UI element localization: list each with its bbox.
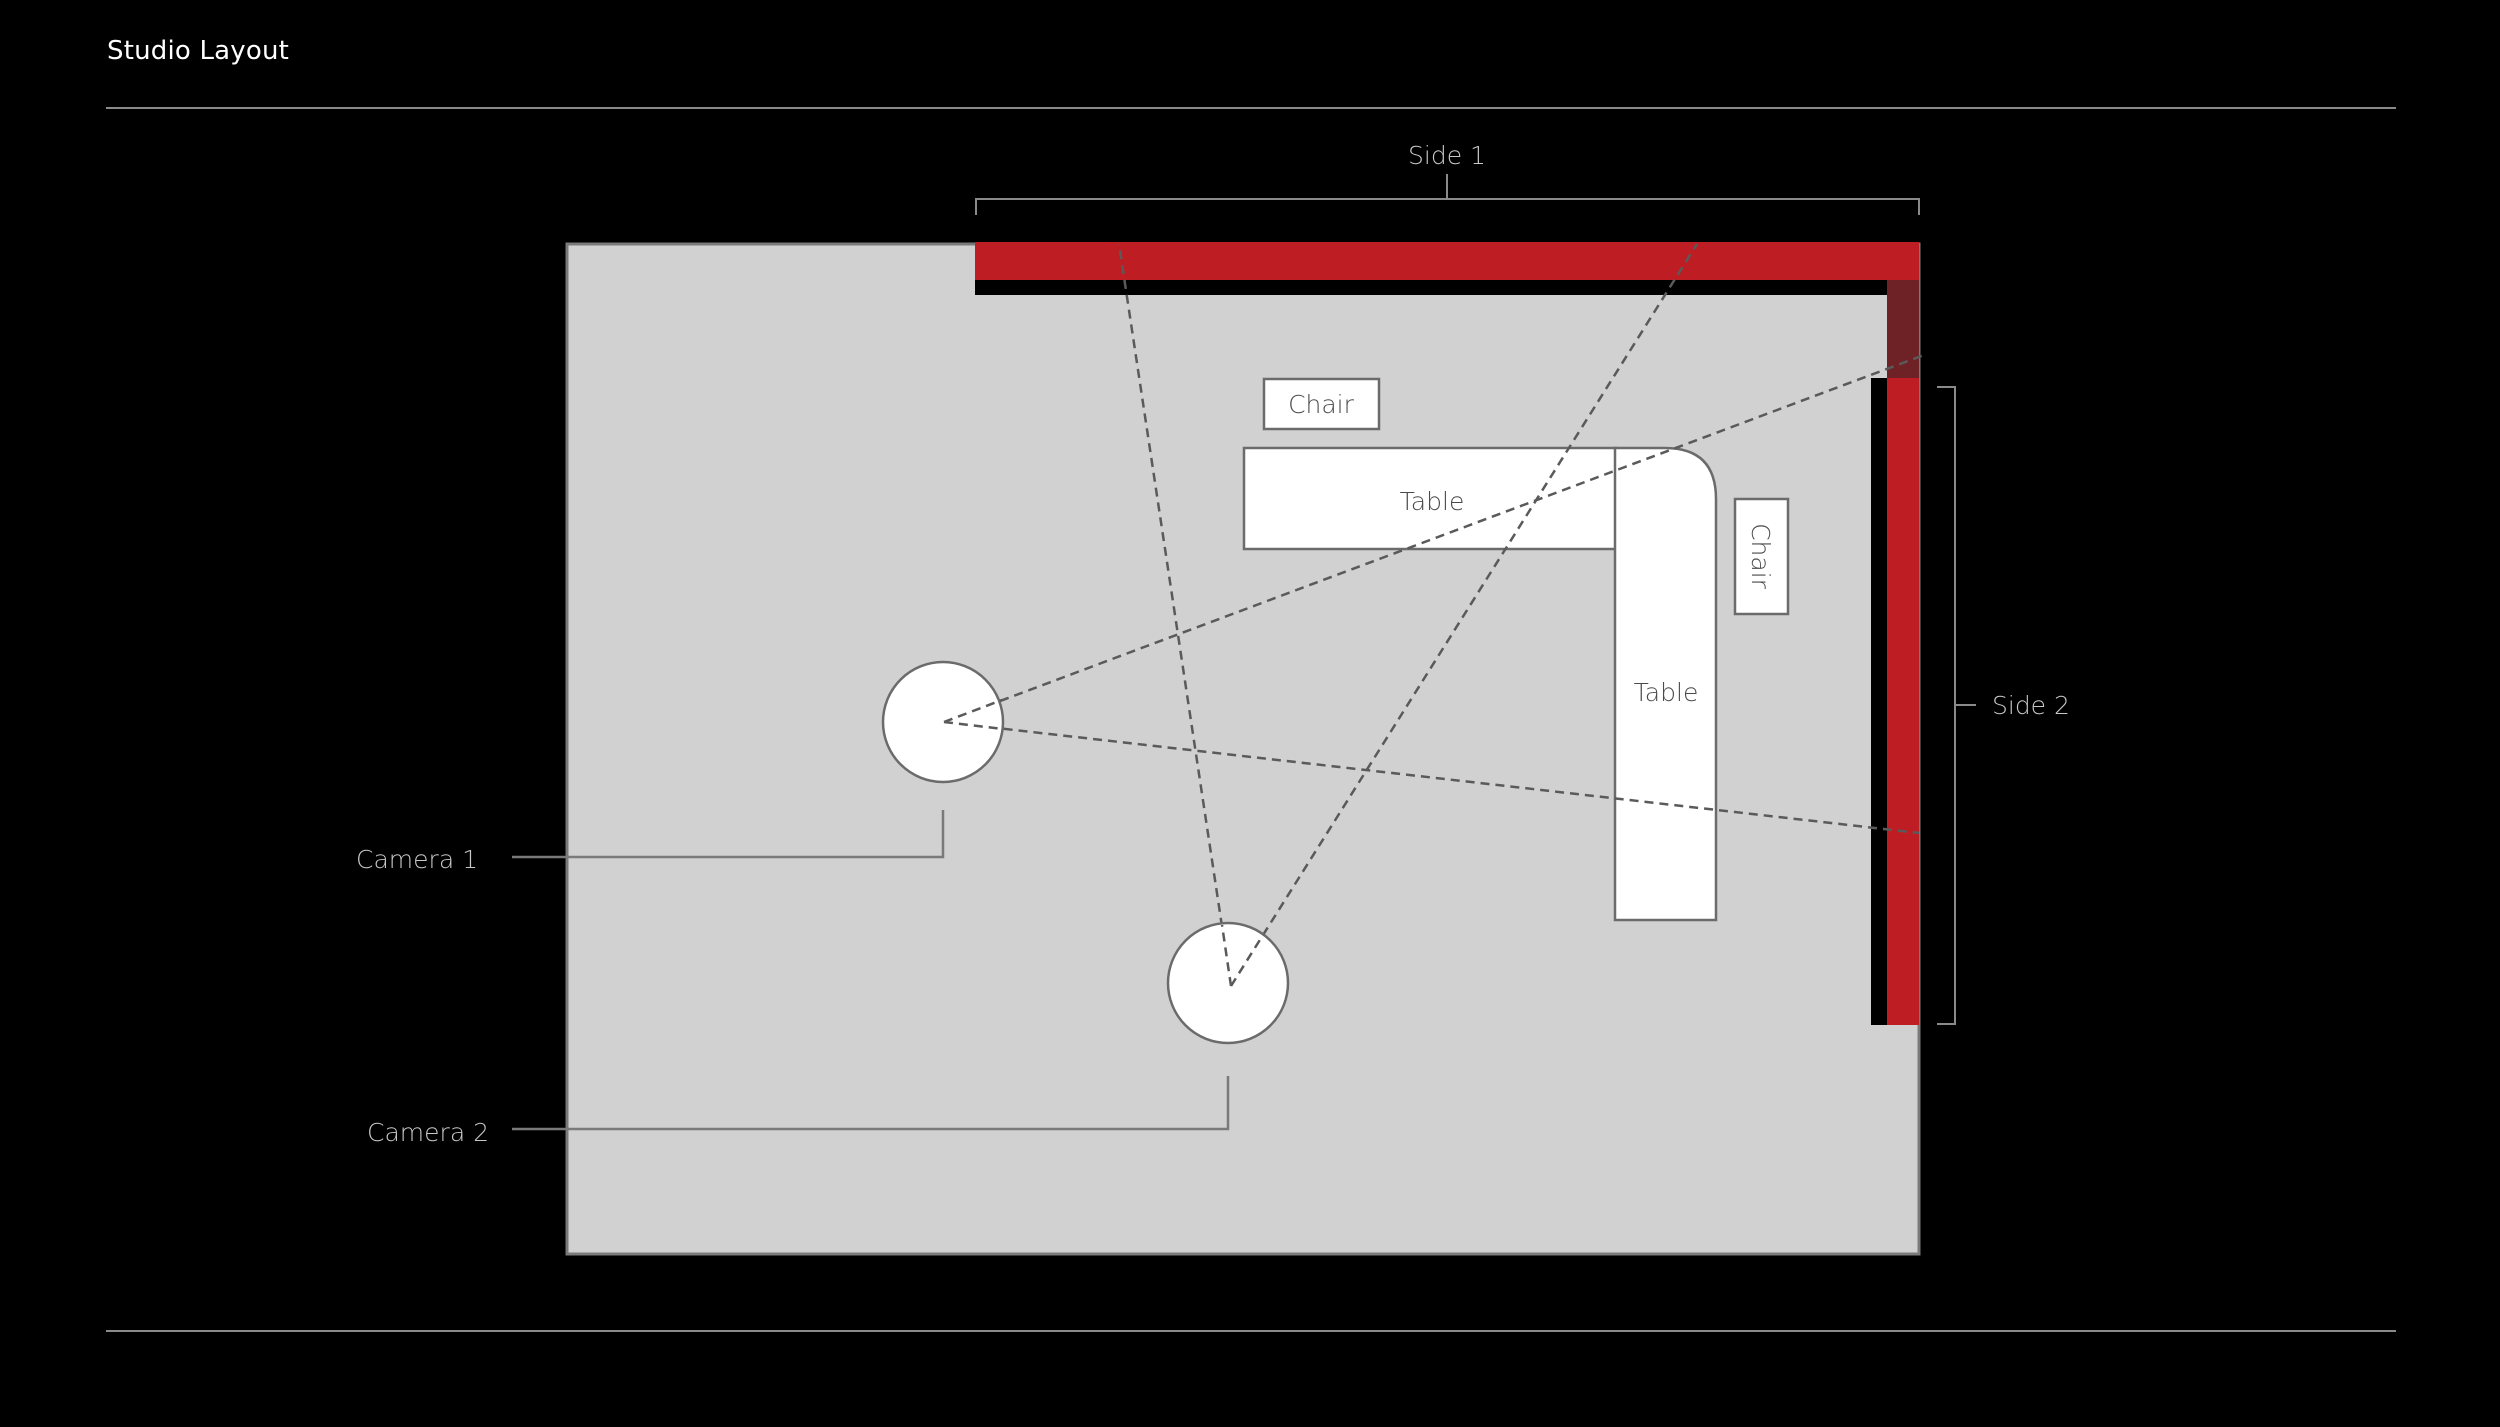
side1-bracket: [975, 174, 1920, 215]
table-vertical-label: Table: [1634, 678, 1699, 707]
camera2-label: Camera 2: [367, 1118, 489, 1147]
camera1-fov-upper-inner: [943, 698, 1003, 724]
page-title: Studio Layout: [107, 36, 290, 66]
table-horizontal: [1242, 446, 1618, 551]
side2-bracket: [1937, 386, 1976, 1025]
side2-label: Side 2: [1992, 691, 2070, 720]
side1-wall-shadow: [975, 278, 1919, 295]
chair-top: [1262, 377, 1381, 431]
table-horizontal-label: Table: [1400, 487, 1465, 516]
side1-wall: [975, 242, 1919, 280]
camera2-fov-left-inner: [1220, 924, 1233, 987]
chair-right: [1733, 497, 1790, 616]
side2-wall: [1887, 378, 1919, 1025]
side1-label: Side 1: [1408, 141, 1486, 170]
camera1-callout: [512, 810, 945, 859]
table-vertical: [1613, 446, 1718, 922]
camera2-fov-right: [1229, 243, 1699, 987]
chair-right-label: Chair: [1746, 523, 1775, 590]
side2-wall-shadow: [1871, 378, 1889, 1025]
camera1: [881, 660, 1005, 784]
camera2: [1166, 921, 1290, 1045]
camera1-label: Camera 1: [356, 845, 478, 874]
chair-top-label: Chair: [1288, 390, 1355, 419]
camera2-callout: [512, 1076, 1230, 1131]
camera1-fov-lower: [943, 720, 1920, 835]
camera1-fov-upper: [943, 353, 1925, 724]
camera2-fov-right-inner: [1229, 934, 1265, 987]
camera2-fov-left: [1117, 243, 1233, 987]
camera1-fov-lower-inner: [943, 720, 1004, 731]
